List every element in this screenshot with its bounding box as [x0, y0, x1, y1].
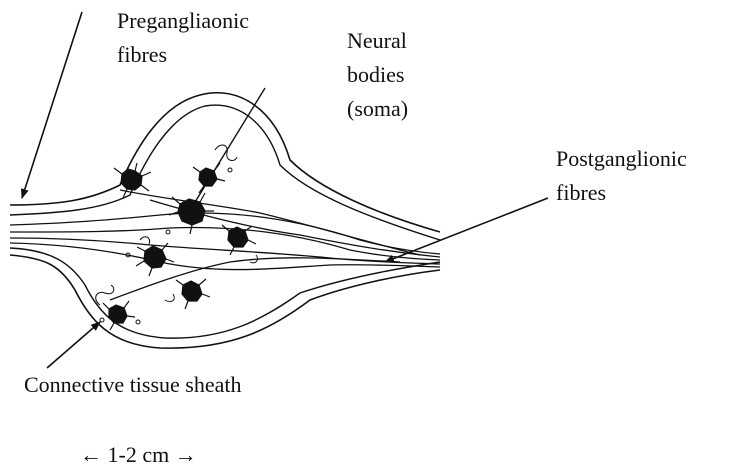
postganglionic-label-line1: Postganglionic — [556, 146, 687, 171]
sheath-arrow — [47, 322, 100, 368]
neural-bodies-label-line2: bodies — [347, 62, 404, 87]
neural-soma-cells — [103, 163, 256, 330]
soma-cell — [176, 279, 210, 309]
preganglionic-arrow — [22, 12, 82, 198]
soma-cell — [136, 243, 174, 276]
neural-bodies-label-line1: Neural — [347, 28, 407, 53]
postganglionic-label-line2: fibres — [556, 180, 606, 205]
scale-bar-label: ← 1-2 cm → — [80, 442, 197, 467]
neural-bodies-label-line3: (soma) — [347, 96, 408, 121]
connective-tissue-sheath-label: Connective tissue sheath — [24, 372, 242, 397]
nerve-fibre-bundle — [10, 190, 440, 300]
preganglionic-label-line2: fibres — [117, 42, 167, 67]
preganglionic-label-line1: Pregangliaonic — [117, 8, 249, 33]
